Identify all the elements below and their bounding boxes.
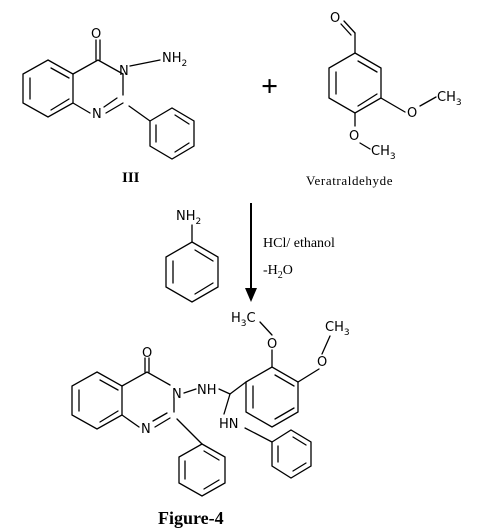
product: O N N NH HN O O H3C CH3 xyxy=(71,311,350,497)
aniline-nh2-label: NH2 xyxy=(176,209,201,227)
aniline-ring xyxy=(165,241,219,303)
veratraldehyde: O O CH3 O CH3 Veratraldehyde xyxy=(306,11,462,188)
arrow-head xyxy=(245,288,257,302)
product-n-ring-label: N xyxy=(172,387,182,402)
product-hn-label: HN xyxy=(219,417,239,432)
para-ch3-label: CH3 xyxy=(371,144,396,162)
byproduct-text: -H2O xyxy=(263,263,293,281)
product-phenyl-ring xyxy=(178,443,226,497)
product-aniline-ring xyxy=(271,429,312,479)
product-ch3-label: CH3 xyxy=(325,320,350,338)
product-nh-link-label: NH xyxy=(197,383,217,398)
product-o1-label: O xyxy=(267,337,277,352)
nh2-label: NH2 xyxy=(162,51,187,69)
product-carbonyl-o-label: O xyxy=(142,346,152,361)
para-o-label: O xyxy=(349,129,359,144)
veratraldehyde-label: Veratraldehyde xyxy=(306,173,393,188)
reaction-arrow xyxy=(245,203,257,302)
compound-iii: O N N NH2 III xyxy=(22,27,195,186)
n-ring-lower-label: N xyxy=(92,107,102,122)
product-h3c-label: H3C xyxy=(231,311,256,329)
plus-sign: + xyxy=(261,70,278,103)
product-dimethoxyphenyl-ring xyxy=(245,366,299,428)
phenyl-ring xyxy=(149,107,195,160)
meta-ch3-label: CH3 xyxy=(437,90,462,108)
product-n-ring-lower-label: N xyxy=(141,422,151,437)
reagent-text: HCl/ ethanol xyxy=(263,236,335,251)
compound-iii-label: III xyxy=(122,170,140,186)
carbonyl-o-label: O xyxy=(91,27,101,42)
n-ring-label: N xyxy=(119,64,129,79)
aldehyde-o-label: O xyxy=(330,11,340,26)
aniline: NH2 xyxy=(165,209,219,303)
veratraldehyde-ring xyxy=(328,52,382,114)
product-o2-label: O xyxy=(317,355,327,370)
figure-caption: Figure-4 xyxy=(158,508,224,528)
meta-o-label: O xyxy=(407,106,417,121)
